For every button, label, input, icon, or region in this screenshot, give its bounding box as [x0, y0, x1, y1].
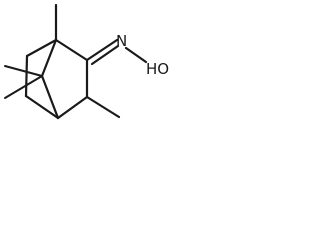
chemical-structure-diagram: N HO	[4, 3, 169, 120]
bond-c5-c4	[24, 94, 60, 120]
bond-c1-c2	[54, 38, 89, 62]
bond-c3-c4	[56, 95, 89, 120]
bond-c3-methyl	[85, 95, 121, 119]
bond-c7-methyl-a	[4, 65, 43, 77]
nitrogen-atom-label: N	[116, 32, 127, 50]
bond-c7-methyl-b	[4, 75, 43, 99]
bond-n-o	[124, 46, 148, 64]
bond-c2-n-double-a	[85, 38, 119, 62]
hydroxyl-atom-label: HO	[146, 60, 169, 78]
bond-c6-c5	[24, 54, 29, 98]
bond-c1-c7	[40, 38, 58, 78]
bond-c2-n-double-b	[90, 44, 120, 66]
bond-c1-c6	[25, 38, 58, 58]
bond-c7-c4	[40, 74, 60, 120]
